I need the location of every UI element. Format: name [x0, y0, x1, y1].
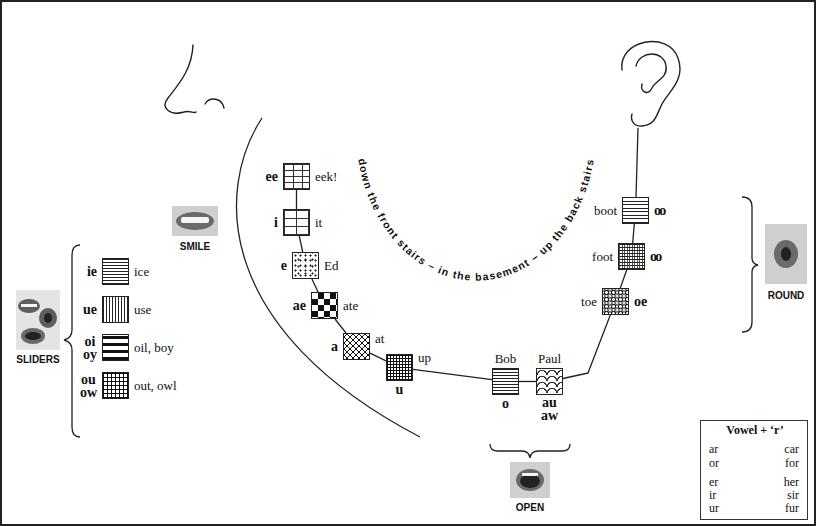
key-word: eek! — [315, 169, 337, 185]
vowel-spelling: ee — [266, 169, 278, 185]
pattern-square: aeate — [311, 292, 338, 319]
vowel-spelling: e — [281, 258, 287, 274]
table-cell: ar — [709, 443, 718, 456]
mouth-shape-label: OPEN — [516, 502, 544, 514]
pattern-square: au awPaul — [536, 368, 563, 395]
pattern-square: iit — [283, 209, 310, 236]
vowel-path-line — [413, 369, 492, 379]
table-cell: her — [784, 476, 799, 489]
key-word: Ed — [324, 258, 338, 274]
vowel-spelling: ou ow — [80, 373, 97, 399]
key-word: toe — [581, 294, 597, 310]
pattern-square: oBob — [492, 368, 519, 395]
table-cell: er — [709, 476, 718, 489]
vowel-path-line — [633, 224, 635, 243]
round-bracket — [742, 197, 758, 332]
table-cell: or — [709, 457, 719, 470]
table-cell: ur — [709, 502, 719, 515]
vowel-spelling: ie — [87, 264, 97, 280]
smile-lips-photo — [172, 206, 218, 236]
round-lips-photo — [765, 224, 807, 284]
pattern-square: bootoo — [622, 197, 649, 224]
vowel-path-line — [519, 381, 536, 382]
key-word: out, owl — [134, 378, 177, 394]
key-word: up — [418, 350, 431, 366]
mouth-shape-label: ROUND — [768, 290, 805, 302]
pattern-square: eEd — [292, 252, 319, 279]
key-word: Paul — [538, 351, 561, 367]
vowel-path-line — [335, 319, 346, 333]
pattern-square: eeeek! — [283, 163, 310, 190]
pattern-square: toeoe — [602, 288, 629, 315]
key-word: boot — [594, 203, 617, 219]
sliders-brace — [64, 245, 80, 437]
smile-bracket — [236, 118, 420, 437]
ear-line — [636, 128, 638, 197]
vowel-spelling: o — [502, 396, 509, 412]
vowel-spelling: oo — [650, 249, 661, 265]
pattern-square: ou owout, owl — [102, 372, 129, 399]
open-brace — [490, 444, 570, 458]
vowel-spelling: oo — [654, 203, 665, 219]
vowel-path-line — [370, 353, 386, 361]
open-lips-photo — [510, 462, 550, 498]
nose-drawing — [165, 45, 224, 113]
vowel-path-line — [620, 270, 626, 288]
key-word: ate — [343, 298, 358, 314]
vowel-path-line — [296, 190, 297, 209]
table-cell: sir — [787, 489, 799, 502]
key-word: foot — [592, 249, 613, 265]
vowel-r-table: Vowel + ‘r’ ar car or for erirur hersirfur — [700, 420, 808, 520]
sliders-lips-photo — [16, 290, 60, 350]
key-word: at — [375, 331, 384, 347]
vowel-spelling: ue — [83, 302, 97, 318]
table-cell: ir — [709, 489, 716, 502]
vowel-spelling: oe — [634, 294, 647, 310]
vowel-spelling: a — [331, 339, 338, 355]
table-heading: Vowel + ‘r’ — [726, 424, 783, 437]
key-word: it — [315, 215, 322, 231]
pattern-square: ueuse — [102, 296, 129, 323]
pattern-square: uup — [386, 354, 413, 381]
key-word: use — [134, 302, 151, 318]
vowel-path-line — [299, 236, 302, 252]
table-cell: fur — [785, 502, 799, 515]
ear-drawing — [622, 41, 680, 126]
vowel-spelling: oi oy — [83, 335, 97, 361]
vowel-spelling: u — [396, 382, 404, 398]
vowel-spelling: au aw — [541, 396, 558, 422]
mouth-shape-label: SLIDERS — [16, 354, 59, 366]
stairs-caption: down the front stairs – in the basement … — [356, 157, 596, 282]
key-word: ice — [134, 264, 149, 280]
pattern-square: aat — [343, 333, 370, 360]
vowel-spelling: ae — [293, 298, 306, 314]
pattern-square: ieice — [102, 258, 129, 285]
stairs-caption: down the front stairs – in the basement … — [356, 157, 596, 282]
vowel-path-line — [563, 315, 610, 379]
table-cell: car — [784, 443, 799, 456]
key-word: oil, boy — [134, 340, 174, 356]
pattern-square: oi oyoil, boy — [102, 334, 129, 361]
key-word: Bob — [495, 351, 517, 367]
mouth-shape-label: SMILE — [180, 241, 211, 253]
vowel-path-line — [312, 279, 318, 292]
vowel-spelling: i — [274, 215, 278, 231]
table-cell: for — [785, 457, 799, 470]
pattern-square: footoo — [618, 243, 645, 270]
